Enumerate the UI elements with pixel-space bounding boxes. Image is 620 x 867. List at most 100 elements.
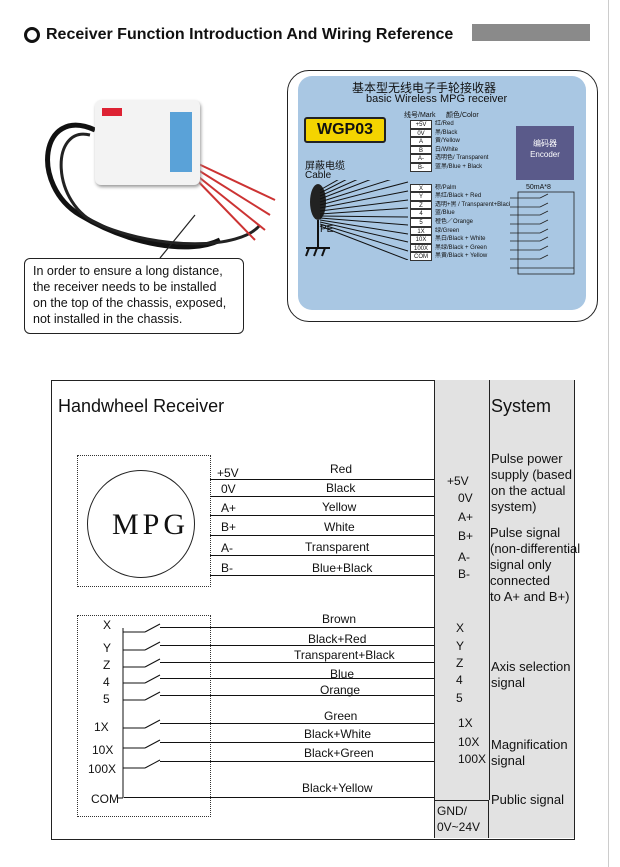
system-pin-label: A+ — [458, 510, 474, 524]
mark-header: 线号/Mark — [404, 112, 436, 119]
receiver-title-en: basic Wireless MPG receiver — [366, 93, 508, 105]
wire-line — [210, 515, 434, 516]
system-pin-label: 4 — [456, 673, 463, 687]
system-pin-label: 10X — [458, 735, 480, 749]
gnd-label: 0V~24V — [437, 820, 481, 834]
wire-color-label: Black+Yellow — [302, 781, 373, 795]
pin-label: B- — [221, 561, 233, 575]
gnd-divider — [434, 800, 489, 801]
encoder-label-cn: 编码器 — [533, 139, 557, 148]
system-title: System — [491, 396, 552, 416]
cable-bundle — [305, 180, 409, 260]
wire-color-label: Transparent — [305, 540, 370, 554]
receiver-panel-body — [298, 76, 586, 310]
wire-color-label: Blue+Black — [312, 561, 373, 575]
system-pin-label: +5V — [447, 474, 469, 488]
wire-color-label: Orange — [320, 683, 361, 697]
terminal-row: A-透明色/ Transparent — [410, 154, 510, 163]
mpg-box — [77, 455, 211, 587]
axis-selection-note: Axis selection signal — [491, 659, 571, 690]
pulse-signal-note: Pulse signal (non-differential signal on… — [490, 525, 581, 604]
cable-label-en: Cable — [305, 170, 332, 181]
mpg-label: MPG — [112, 508, 190, 541]
wire-line — [160, 678, 434, 679]
system-pin-label: 1X — [458, 716, 473, 730]
system-pin-label: B- — [458, 567, 470, 581]
system-pin-label: Y — [456, 639, 465, 653]
receiver-logo-image — [102, 108, 122, 116]
pin-label: A+ — [221, 501, 237, 515]
callout-pointer — [159, 214, 196, 259]
gnd-cell — [434, 800, 489, 838]
pin-label: 100X — [88, 762, 117, 776]
wire-color-label: Red — [330, 462, 353, 476]
switch-box — [77, 615, 211, 817]
wire-line — [160, 695, 434, 696]
mpg-circle — [87, 470, 195, 578]
switch-note: 50mA*8 — [526, 184, 551, 191]
pin-label: Y — [103, 641, 112, 655]
wire-line — [160, 723, 434, 724]
note-line: In order to ensure a long distance, — [33, 264, 223, 278]
public-signal-note: Public signal — [491, 792, 564, 807]
switch-symbols — [117, 623, 161, 799]
pin-label: A- — [221, 541, 233, 555]
wire-line — [160, 761, 434, 762]
wire-color-label: Yellow — [322, 500, 357, 514]
pe-label: PE — [320, 224, 334, 235]
system-pin-label: 100X — [458, 752, 487, 766]
wire-color-label: Black — [326, 481, 356, 495]
wire-line — [210, 496, 434, 497]
pin-label: 10X — [92, 743, 114, 757]
receiver-photo — [45, 122, 276, 250]
color-header: 颜色/Color — [446, 112, 479, 119]
wire-color-label: Brown — [322, 612, 357, 626]
wire-line — [124, 797, 434, 798]
system-pin-label: X — [456, 621, 465, 635]
model-badge: WGP03 — [304, 117, 386, 143]
system-pin-label: Z — [456, 656, 464, 670]
wire-color-label: Black+White — [304, 727, 372, 741]
pin-label: 4 — [103, 675, 110, 689]
magnification-note: Magnification signal — [491, 737, 568, 768]
pin-label: X — [103, 618, 112, 632]
system-pin-label: A- — [458, 550, 470, 564]
note-line: the receiver needs to be installed — [33, 280, 217, 294]
switch-bank — [510, 191, 575, 275]
encoder-label-en: Encoder — [530, 150, 560, 159]
wire-color-label: Black+Red — [308, 632, 367, 646]
wire-line — [160, 645, 434, 646]
note-line: on the top of the chassis, exposed, — [33, 296, 227, 310]
pin-label: 5 — [103, 692, 110, 706]
title-decoration-bar — [472, 24, 590, 41]
system-pin-label: 5 — [456, 691, 463, 705]
wire-color-label: Transparent+Black — [294, 648, 395, 662]
pin-label: B+ — [221, 520, 237, 534]
gnd-label: GND/ — [437, 804, 467, 818]
pin-label: COM — [91, 792, 119, 806]
pin-label: 1X — [94, 720, 109, 734]
page-edge-line — [608, 0, 609, 867]
system-pin-label: B+ — [458, 529, 474, 543]
note-line: not installed in the chassis. — [33, 312, 183, 326]
wire-line — [160, 662, 434, 663]
wire-line — [210, 555, 434, 556]
system-divider — [489, 380, 490, 800]
wire-line — [210, 575, 434, 576]
wiring-diagram — [51, 380, 575, 840]
section-title: Receiver Function Introduction And Wirin… — [24, 26, 453, 44]
wire-line — [160, 742, 434, 743]
encoder-block: 编码器 Encoder — [516, 126, 574, 180]
installation-note: In order to ensure a long distance, the … — [24, 258, 244, 334]
